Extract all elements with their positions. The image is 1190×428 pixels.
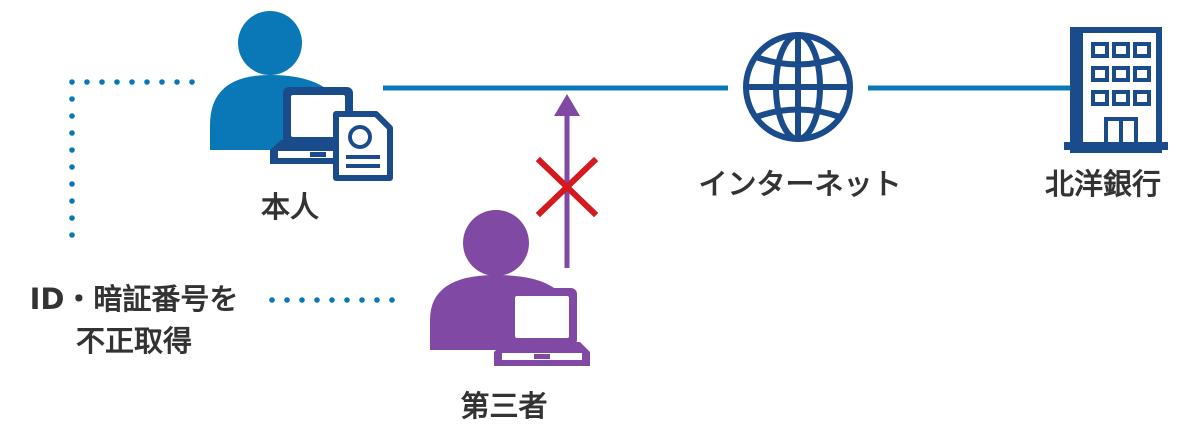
internet-label: インターネット xyxy=(698,167,902,201)
theft-label-line-2: 不正取得 xyxy=(75,324,192,358)
theft-label: ID・暗証番号を 不正取得 xyxy=(8,278,260,362)
globe-icon xyxy=(743,32,853,142)
theft-dotted-line xyxy=(69,79,395,303)
third-party-label: 第三者 xyxy=(460,389,548,423)
user-with-laptop-icon xyxy=(430,210,590,366)
bank-label: 北洋銀行 xyxy=(1044,167,1161,201)
person-label: 本人 xyxy=(260,190,319,224)
user-with-laptop-and-certificate-icon xyxy=(210,11,393,181)
theft-label-line-1: ID・暗証番号を xyxy=(29,282,239,316)
office-building-icon xyxy=(1064,27,1168,153)
cross-mark-icon xyxy=(535,156,599,218)
